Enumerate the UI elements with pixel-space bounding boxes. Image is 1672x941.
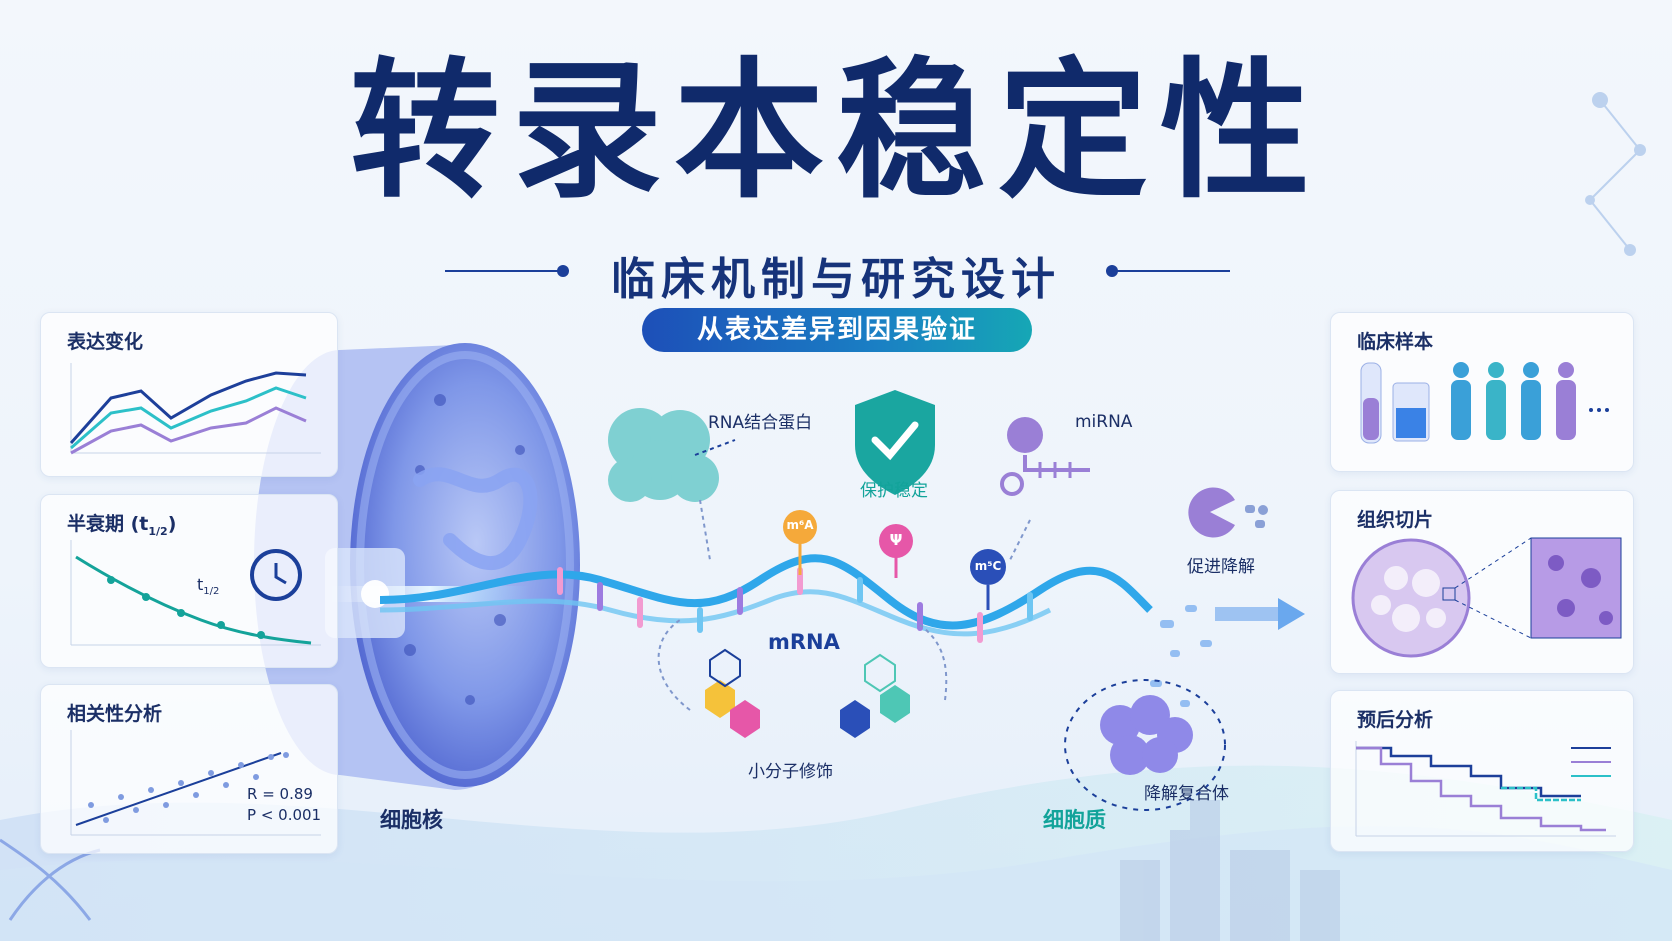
clinical-samples-panel: 临床样本 xyxy=(1330,312,1634,472)
tagline-badge: 从表达差异到因果验证 xyxy=(642,308,1032,352)
subtitle-row xyxy=(0,243,1672,299)
r-value: R = 0.89 xyxy=(247,785,313,803)
psi-badge: Ψ xyxy=(889,531,903,549)
subtitle-decor xyxy=(445,265,1230,277)
p-value: P < 0.001 xyxy=(247,806,322,824)
tissue-title: 组织切片 xyxy=(1357,509,1434,531)
cytoplasm-label: 细胞质 xyxy=(1043,808,1106,832)
tissue-illustration xyxy=(1351,537,1622,658)
halflife-marker-text: t xyxy=(197,575,204,594)
halflife-title-sub: 1/2 xyxy=(148,524,168,538)
degradation-complex-label: 降解复合体 xyxy=(1144,784,1229,804)
rbp-label: RNA结合蛋白 xyxy=(708,413,813,433)
prognosis-panel: 预后分析 xyxy=(1330,690,1634,852)
expression-chart xyxy=(69,363,321,455)
survival-chart xyxy=(1355,741,1616,837)
m5c-badge: m⁵C xyxy=(974,559,1002,573)
halflife-panel: 半衰期 (t1/2) t1/2 xyxy=(40,494,338,668)
correlation-chart xyxy=(70,730,321,836)
halflife-marker: t1/2 xyxy=(197,575,219,597)
halflife-title: 半衰期 (t1/2) xyxy=(67,509,176,538)
correlation-title: 相关性分析 xyxy=(67,703,163,725)
protect-label: 保护稳定 xyxy=(860,481,928,501)
expression-title: 表达变化 xyxy=(67,331,144,353)
mrna-label: mRNA xyxy=(768,630,840,654)
tissue-panel: 组织切片 xyxy=(1330,490,1634,674)
degrade-label: 促进降解 xyxy=(1187,557,1255,577)
halflife-marker-sub: 1/2 xyxy=(203,586,220,598)
m6a-badge: m⁶A xyxy=(786,518,814,532)
page-title: 转录本稳定性 xyxy=(349,45,1322,219)
nucleus-label: 细胞核 xyxy=(380,808,443,832)
expression-panel: 表达变化 xyxy=(40,312,338,477)
clinical-samples-title: 临床样本 xyxy=(1357,331,1434,353)
mirna-label: miRNA xyxy=(1075,412,1133,432)
correlation-panel: 相关性分析 R = 0.89 P < 0.001 xyxy=(40,684,338,854)
clock-icon xyxy=(250,549,302,601)
samples-illustration xyxy=(1360,362,1609,444)
small-molecule-label: 小分子修饰 xyxy=(748,762,833,782)
halflife-chart xyxy=(70,540,321,646)
subtitle: 临床机制与研究设计 xyxy=(611,254,1061,305)
prognosis-title: 预后分析 xyxy=(1357,709,1434,731)
halflife-title-end: ) xyxy=(167,513,177,535)
halflife-title-text: 半衰期 (t xyxy=(67,513,149,535)
